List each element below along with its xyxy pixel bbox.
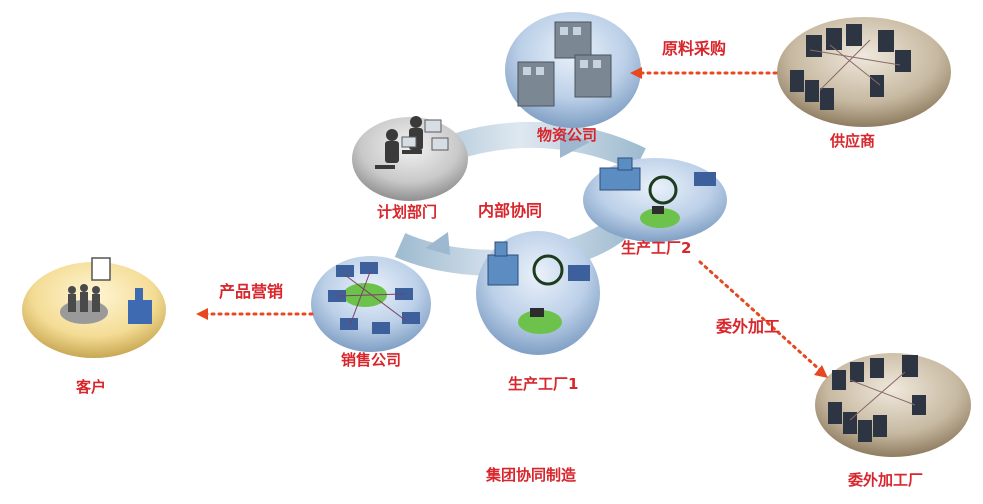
label-outsourcing: 委外加工 — [716, 317, 781, 336]
factory1-node — [476, 231, 600, 355]
label-planning-dept: 计划部门 — [377, 203, 438, 221]
factory2-node — [583, 157, 727, 242]
label-group-title: 集团协同制造 — [486, 466, 577, 484]
label-factory2: 生产工厂2 — [621, 239, 692, 257]
label-material-company: 物资公司 — [537, 126, 598, 144]
outsourcing-factory-node — [815, 353, 971, 457]
customer-node — [22, 257, 166, 358]
label-internal-collab: 内部协同 — [478, 201, 543, 220]
label-factory1: 生产工厂1 — [508, 375, 579, 393]
label-product-marketing: 产品营销 — [219, 282, 284, 301]
planning-dept-node — [352, 116, 468, 201]
label-customer: 客户 — [76, 378, 107, 396]
material-company-node — [505, 12, 641, 128]
label-outsourcing-factory: 委外加工厂 — [848, 471, 924, 489]
supplier-node — [777, 17, 951, 127]
sales-company-node — [311, 256, 431, 352]
label-raw-procurement: 原料采购 — [662, 39, 727, 58]
dotted-arrows — [203, 71, 822, 372]
label-sales-company: 销售公司 — [341, 351, 402, 369]
arrow-heads — [196, 67, 828, 378]
label-supplier: 供应商 — [830, 132, 876, 150]
